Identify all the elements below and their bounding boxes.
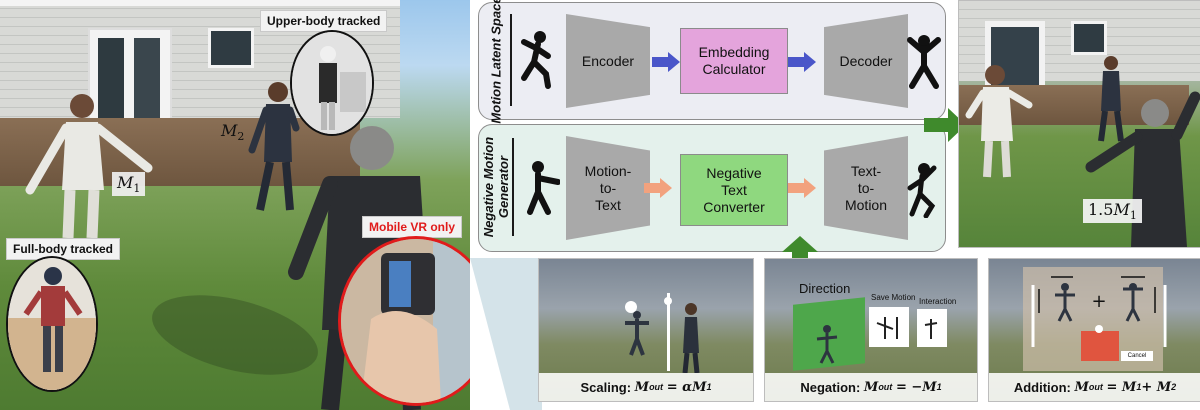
dancing-figure-icon — [907, 35, 941, 89]
addition-result-card[interactable] — [1081, 331, 1119, 361]
negation-figures — [816, 317, 938, 364]
walking-figure-icon — [907, 163, 937, 218]
upper-body-photo — [290, 30, 374, 136]
negation-thumbnail: Direction Save Motion Interaction Negati… — [764, 258, 978, 402]
motion-latent-space-label: Motion Latent Space — [488, 0, 504, 124]
addition-figures: + — [1031, 276, 1167, 347]
result-label: 1.5M1 — [1083, 199, 1142, 224]
result-characters — [965, 56, 1200, 247]
m2-label: M2 — [221, 121, 245, 144]
upper-body-tracked-label: Upper-body tracked — [260, 10, 388, 32]
arrow-motion-text-converter — [644, 178, 672, 198]
decoder-block: Decoder — [824, 14, 908, 108]
house-window — [1071, 21, 1107, 55]
mobile-vr-only-label: Mobile VR only — [362, 216, 463, 238]
wooden-deck — [0, 118, 360, 186]
save-motion-label: Save Motion — [871, 293, 916, 302]
text-to-motion-block: Text-to-Motion — [824, 136, 908, 240]
house-window — [208, 28, 254, 68]
cancel-button[interactable]: Cancel — [1121, 351, 1153, 361]
roof-edge — [0, 0, 400, 6]
motion-to-text-block: Motion-to-Text — [566, 136, 650, 240]
running-figure-icon — [521, 31, 551, 89]
arrow-up-to-generator — [782, 236, 818, 270]
arrow-to-result — [924, 108, 966, 142]
scaling-scene — [625, 293, 700, 373]
svg-text:+: + — [1091, 291, 1106, 312]
arrow-encoder-embedding — [652, 52, 680, 72]
arrow-embedding-decoder — [788, 52, 816, 72]
result-scene: 1.5M1 — [958, 0, 1200, 248]
arrow-converter-text-motion — [788, 178, 816, 198]
house-door — [88, 28, 172, 130]
vr-scene: Upper-body tracked Full-body tracked Mob… — [0, 0, 470, 410]
avatar-scaled-m1 — [965, 65, 1033, 178]
interaction-label: Interaction — [919, 297, 957, 306]
avatar-foreground-man — [1085, 91, 1200, 247]
avatar-m2 — [248, 82, 300, 211]
full-body-tracked-label: Full-body tracked — [6, 238, 121, 260]
m1-label: M1 — [112, 172, 146, 197]
avatar-m1 — [25, 94, 153, 239]
zoom-wedge — [470, 258, 542, 410]
mobile-vr-photo — [338, 236, 470, 406]
house-door — [985, 21, 1045, 91]
pointing-figure-icon — [527, 161, 560, 215]
encoder-block: Encoder — [566, 14, 650, 108]
direction-label: Direction — [799, 281, 851, 296]
full-body-photo — [6, 256, 98, 392]
separator — [512, 138, 514, 236]
avatar-m2 — [1098, 56, 1124, 142]
separator — [510, 14, 512, 106]
